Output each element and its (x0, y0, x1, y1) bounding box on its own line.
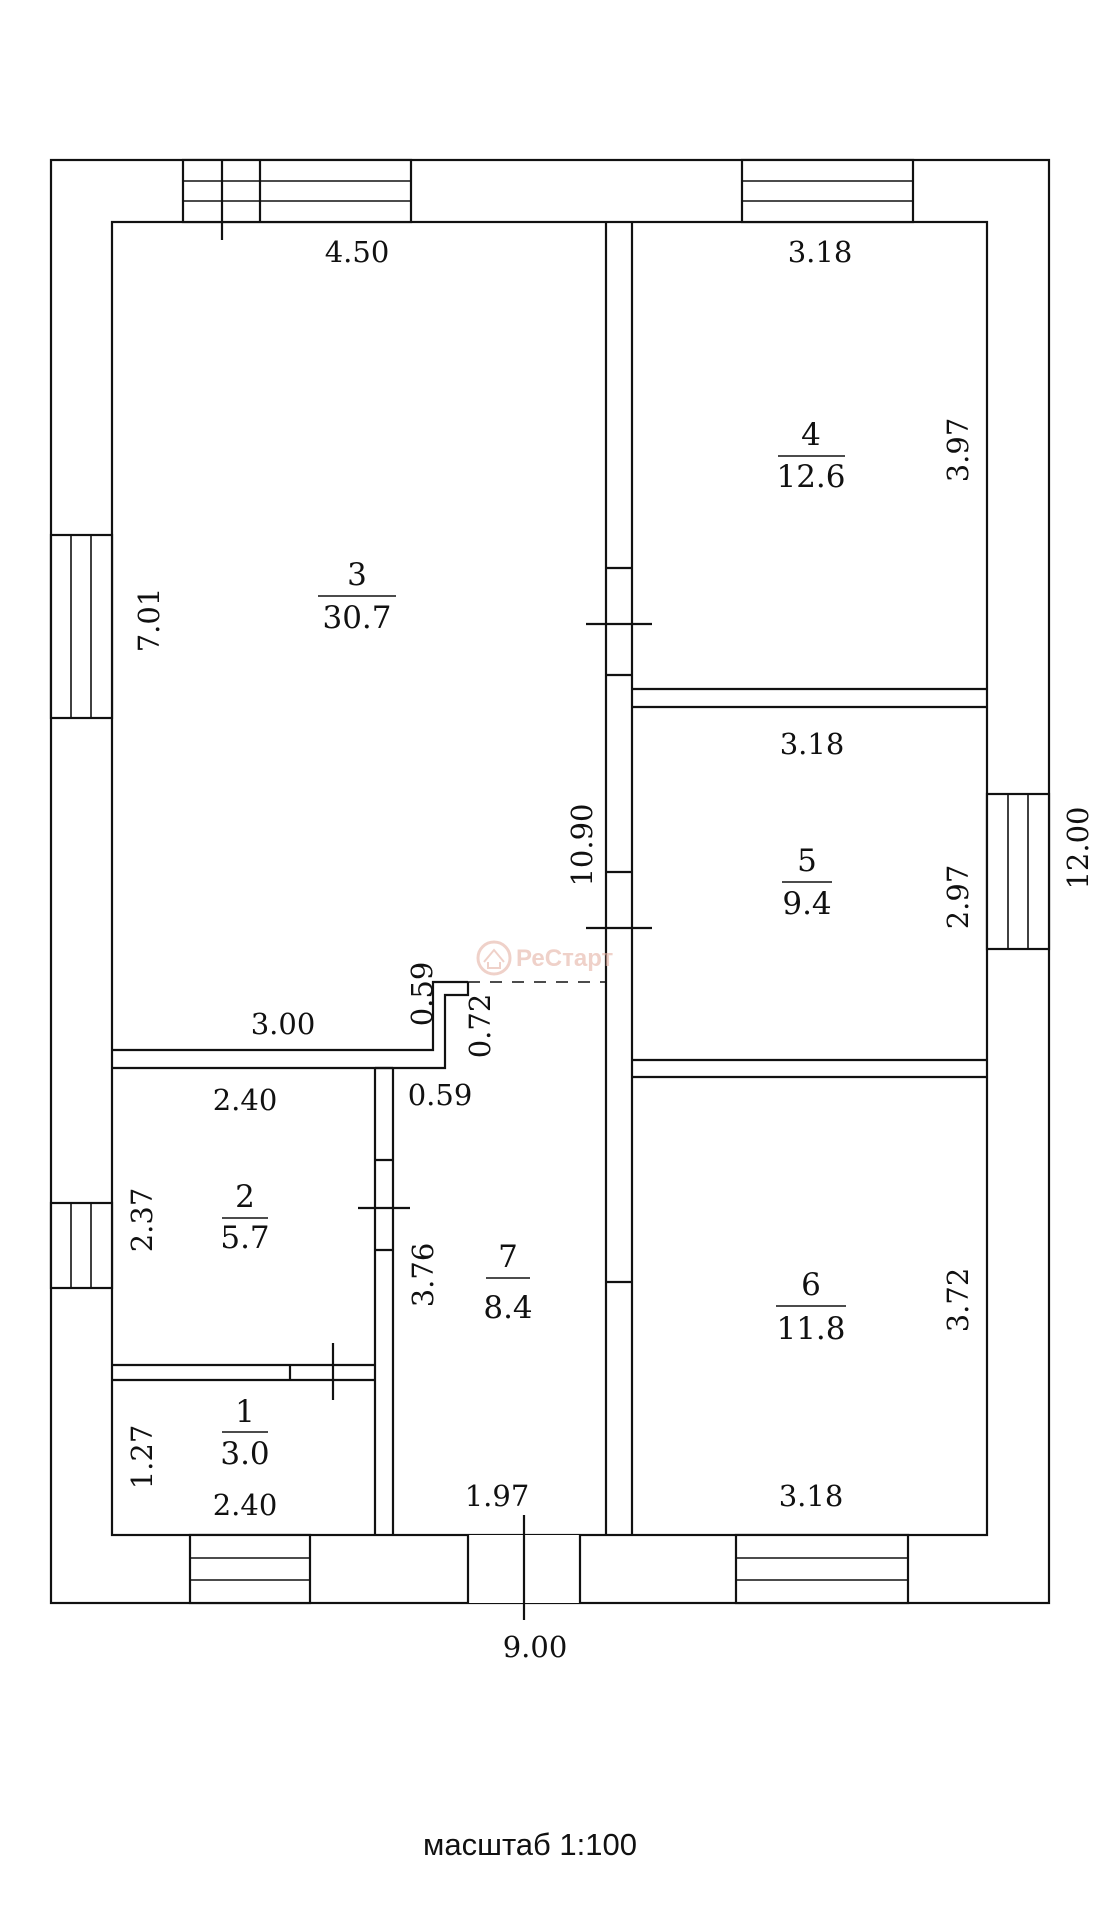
dim-room7-bottom: 1.97 (465, 1479, 530, 1513)
room-1-number: 1 (235, 1394, 255, 1430)
room-2-number: 2 (235, 1179, 255, 1215)
dim-room3-left: 7.01 (132, 588, 166, 653)
dim-outer-width: 9.00 (503, 1630, 568, 1664)
dimension-labels: 4.50 3.18 3.18 3.00 2.40 0.59 2.40 1.97 … (125, 235, 1095, 1664)
dim-room4-right: 3.97 (941, 418, 975, 483)
room-6-area: 11.8 (776, 1311, 845, 1347)
interior-walls (112, 222, 987, 1535)
room-7-number: 7 (498, 1239, 518, 1275)
inner-wall (110, 220, 989, 1537)
room-6-number: 6 (801, 1267, 821, 1303)
entrance-door (466, 1515, 582, 1620)
dim-room5-top: 3.18 (780, 727, 845, 761)
dim-room2-left: 2.37 (125, 1188, 159, 1253)
dim-room7-left: 3.76 (406, 1243, 440, 1308)
dim-room6-bottom: 3.18 (779, 1479, 844, 1513)
room-labels: 3 30.7 4 12.6 5 9.4 6 11.8 7 8.4 2 5.7 1… (220, 417, 846, 1472)
dim-step-c: 0.59 (408, 1078, 473, 1112)
dim-outer-height: 12.00 (1061, 806, 1095, 889)
dim-room1-left: 1.27 (125, 1425, 159, 1490)
dim-room2-top: 2.40 (213, 1083, 278, 1117)
window-top-right (740, 158, 915, 224)
room-2-area: 5.7 (220, 1220, 269, 1256)
dim-room1-bottom: 2.40 (213, 1488, 278, 1522)
window-left-upper (49, 533, 114, 720)
window-left-lower (49, 1201, 114, 1290)
dim-room3-bottom: 3.00 (251, 1007, 316, 1041)
outer-wall (49, 158, 1051, 1605)
room-5-number: 5 (797, 843, 817, 879)
window-top-left (181, 158, 413, 240)
room-1-area: 3.0 (220, 1436, 269, 1472)
room-3-area: 30.7 (322, 600, 391, 636)
window-bottom-left (188, 1533, 312, 1605)
dim-room3-top: 4.50 (325, 235, 390, 269)
window-bottom-right (734, 1533, 910, 1605)
dim-room6-right: 3.72 (941, 1268, 975, 1333)
dim-room4-top: 3.18 (788, 235, 853, 269)
window-right (985, 792, 1051, 951)
room-3-number: 3 (347, 557, 367, 593)
room-4-number: 4 (801, 417, 821, 453)
watermark-text: РеСтарт (516, 945, 614, 972)
room-5-area: 9.4 (782, 886, 831, 922)
dim-step-b: 0.72 (463, 994, 497, 1059)
dim-room5-right: 2.97 (941, 865, 975, 930)
door-marks (288, 566, 652, 1400)
dim-step-a: 0.59 (405, 962, 439, 1027)
room-7-area: 8.4 (483, 1290, 532, 1326)
room-4-area: 12.6 (776, 459, 845, 495)
scale-label: масштаб 1:100 (423, 1827, 637, 1862)
dim-corridor-width: 10.90 (565, 803, 599, 886)
watermark: РеСтарт (476, 940, 614, 976)
